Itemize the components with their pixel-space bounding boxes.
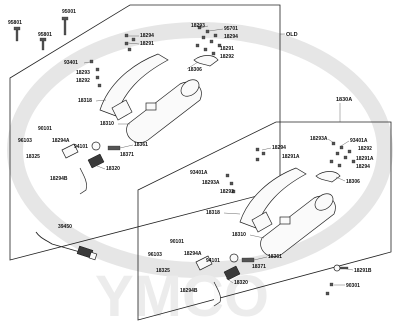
new-fastener-cluster-mid bbox=[255, 147, 266, 162]
label-new-18294A: 18294A bbox=[184, 251, 202, 257]
label-new-18318: 18318 bbox=[206, 210, 220, 216]
label-old-93401: 93401 bbox=[64, 60, 78, 66]
label-95801-a: 95801 bbox=[8, 20, 22, 26]
label-old-18293-left: 18293 bbox=[76, 70, 90, 76]
label-old-90101: 90101 bbox=[38, 126, 52, 132]
label-new-18291A: 18291A bbox=[282, 154, 300, 160]
label-old-18292-top: 18292 bbox=[220, 54, 234, 60]
old-cover-18306 bbox=[193, 55, 219, 67]
label-new-90101: 90101 bbox=[170, 239, 184, 245]
label-old-18291-top: 18291 bbox=[220, 46, 234, 52]
label-old-18293: 18293 bbox=[191, 23, 205, 29]
label-new-93401A: 93401A bbox=[350, 138, 368, 144]
old-muffler-18310 bbox=[126, 79, 202, 143]
label-new-18292-l: 18292 bbox=[220, 189, 234, 195]
old-box-label: OLD bbox=[286, 32, 298, 38]
label-new-18371: 18371 bbox=[252, 264, 266, 270]
new-small-parts-18291B bbox=[325, 264, 349, 296]
label-new-18294B: 18294B bbox=[180, 288, 198, 294]
label-old-18291-mid: 18291 bbox=[140, 41, 154, 47]
old-fastener-cluster-top bbox=[195, 25, 222, 56]
old-clamp-18320 bbox=[61, 141, 121, 195]
label-old-18294-top: 18294 bbox=[224, 34, 238, 40]
old-fastener-cluster-left bbox=[89, 59, 102, 88]
watermark-text: YMCO bbox=[95, 264, 269, 322]
label-new-93401A-l: 93401A bbox=[190, 170, 208, 176]
label-old-18361: 18361 bbox=[134, 142, 148, 148]
label-new-18294-mid: 18294 bbox=[272, 145, 286, 151]
new-heat-shield bbox=[239, 167, 307, 233]
label-new-18306: 18306 bbox=[346, 179, 360, 185]
new-clamp-18320 bbox=[195, 253, 255, 307]
label-old-18294B: 18294B bbox=[50, 176, 68, 182]
new-box-label: 1830A bbox=[336, 97, 352, 103]
label-old-18325: 18325 bbox=[26, 154, 40, 160]
label-new-18291A-r: 18291A bbox=[356, 156, 374, 162]
new-fastener-cluster-top bbox=[329, 141, 356, 168]
new-assembly-box bbox=[137, 121, 392, 321]
label-new-94101: 94101 bbox=[206, 258, 220, 264]
label-old-18318: 18318 bbox=[78, 98, 92, 104]
label-new-18291B: 18291B bbox=[354, 268, 372, 274]
label-old-18310: 18310 bbox=[100, 121, 114, 127]
label-new-90301: 90301 bbox=[346, 283, 360, 289]
new-cover-18306 bbox=[315, 171, 341, 183]
oxygen-sensor-39450 bbox=[35, 231, 98, 261]
old-assembly-box bbox=[9, 4, 281, 261]
label-new-18325: 18325 bbox=[156, 268, 170, 274]
label-old-18294-mid: 18294 bbox=[140, 33, 154, 39]
old-heat-shield bbox=[99, 53, 169, 121]
label-95001: 95001 bbox=[62, 9, 76, 15]
loose-bolt-95801 bbox=[13, 26, 47, 51]
new-muffler-18310 bbox=[260, 193, 336, 257]
new-fastener-cluster-left bbox=[225, 173, 236, 194]
label-new-18320: 18320 bbox=[234, 280, 248, 286]
label-old-18320: 18320 bbox=[106, 166, 120, 172]
label-old-96103: 96103 bbox=[18, 138, 32, 144]
label-new-18292: 18292 bbox=[358, 146, 372, 152]
label-old-94101: 94101 bbox=[74, 144, 88, 150]
label-95801-b: 95801 bbox=[38, 32, 52, 38]
label-old-18306: 18306 bbox=[188, 67, 202, 73]
label-old-18294A: 18294A bbox=[52, 138, 70, 144]
loose-bolt-95001 bbox=[61, 16, 69, 36]
label-new-18293A: 18293A bbox=[310, 136, 328, 142]
label-new-96103: 96103 bbox=[148, 252, 162, 258]
label-old-18292-left: 18292 bbox=[76, 78, 90, 84]
label-new-18293A-l: 18293A bbox=[202, 180, 220, 186]
label-old-95701: 95701 bbox=[224, 26, 238, 32]
label-new-18361: 18361 bbox=[268, 254, 282, 260]
label-old-18371: 18371 bbox=[120, 152, 134, 158]
old-fastener-cluster-mid bbox=[124, 33, 136, 52]
label-new-18310: 18310 bbox=[232, 232, 246, 238]
label-new-18294-r: 18294 bbox=[356, 164, 370, 170]
label-39450: 39450 bbox=[58, 224, 72, 230]
leader-lines bbox=[83, 25, 354, 286]
